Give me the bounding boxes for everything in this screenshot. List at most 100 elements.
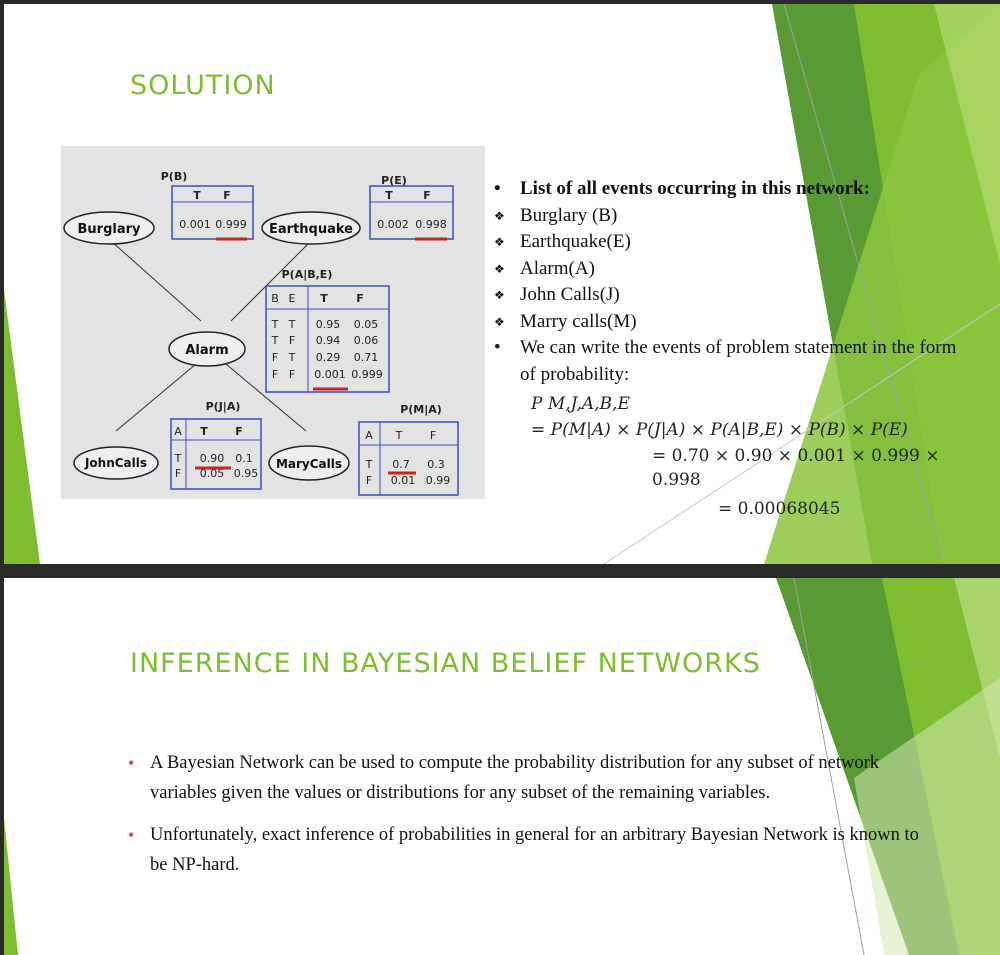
pabe-cell: T [271,318,279,331]
list-item-text: We can write the events of problem state… [520,337,957,385]
green-band-bright [764,4,1000,564]
pabe-cell: F [272,368,278,381]
pja-header-f: F [235,425,243,438]
pabe-cell: 0.29 [316,351,341,364]
left-green-sliver [4,818,18,955]
slide-solution: SOLUTION Burglary Earthquake Alarm JohnC… [4,4,1000,564]
pabe-cell: 0.95 [316,318,341,331]
node-johncalls-label: JohnCalls [84,456,147,470]
diamond-bullet-icon: ❖ [494,235,505,249]
list-item: ❖Burglary (B) [494,203,964,230]
node-alarm [168,331,246,367]
equation-lhs: P M,J,A,B,E [531,394,630,414]
left-green-sliver [4,290,40,564]
list-item-text: A Bayesian Network can be used to comput… [150,753,880,803]
pja-header-a: A [174,425,182,438]
pabe-cell: 0.71 [354,351,379,364]
slide-decoration [4,578,1000,955]
diamond-bullet-icon: ❖ [494,314,505,329]
pb-header-t: T [193,189,201,202]
edge-burglary-alarm [110,240,202,322]
node-burglary [63,211,155,245]
green-band-light [934,4,1000,264]
list-item: •List of all events occurring in this ne… [494,176,964,203]
list-item: • A Bayesian Network can be used to compu… [128,748,928,808]
pabe-cell: 0.001 [314,368,346,381]
pabe-cell: F [289,368,295,381]
pja-cell: T [174,452,182,465]
list-item-text: List of all events occurring in this net… [520,178,870,199]
pabe-label: P(A|B,E) [282,268,333,281]
pe-table [369,185,454,240]
pabe-cell: 0.06 [354,334,379,347]
pma-cell: T [365,458,373,471]
pma-table [358,421,459,496]
pabe-cell: T [288,318,296,331]
bullet-icon: • [128,753,135,773]
bullet-icon: • [128,825,135,845]
pabe-table [265,285,390,393]
edge-earthquake-alarm [230,240,312,322]
pabe-header-t: T [320,292,328,305]
pja-cell: 0.05 [200,467,225,480]
equation-numeric: = 0.70 × 0.90 × 0.001 × 0.999 × [652,446,940,466]
node-alarm-label: Alarm [185,343,228,358]
events-list: • List of all events occurring in this ne… [494,176,964,388]
pabe-cell: F [289,334,295,347]
node-earthquake-label: Earthquake [269,222,353,237]
pb-label: P(B) [161,170,188,183]
pja-header-t: T [200,425,208,438]
slide-inference: INFERENCE IN BAYESIAN BELIEF NETWORKS • A… [4,578,1000,955]
pabe-cell: F [272,351,278,364]
thin-line-a [783,4,945,564]
page-title: INFERENCE IN BAYESIAN BELIEF NETWORKS [130,648,761,679]
page-title: SOLUTION [130,70,276,101]
node-burglary-label: Burglary [78,222,142,237]
pe-label: P(E) [381,174,407,187]
pe-value-f: 0.998 [415,218,447,231]
equation-numeric-cont: 0.998 [652,470,701,490]
pabe-cell: 0.999 [351,368,383,381]
pja-cell: F [175,467,181,480]
list-item: ❖ Earthquake(E) [494,229,964,256]
node-johncalls [73,446,159,480]
pja-cell: 0.95 [234,467,259,480]
equation-result: = 0.00068045 [718,499,841,519]
diamond-bullet-icon: ❖ [494,288,505,302]
list-item-text: Earthquake(E) [520,231,631,252]
green-band-pale [854,678,1000,955]
diamond-bullet-icon: ❖ [494,208,505,223]
pja-cell: 0.90 [200,452,225,465]
pabe-header-e: E [289,292,296,305]
pabe-header-f: F [356,292,364,305]
pabe-cell: 0.05 [354,318,379,331]
pja-label: P(J|A) [206,400,241,413]
pe-header-f: F [423,189,431,202]
list-item-text: Unfortunately, exact inference of probab… [150,825,919,875]
pb-table [171,185,254,240]
list-item: • Unfortunately, exact inference of proba… [128,820,928,880]
edge-alarm-johncalls [115,363,197,432]
pja-cell: 0.1 [235,452,253,465]
bayesian-network-diagram: Burglary Earthquake Alarm JohnCalls Mary… [61,146,485,499]
pabe-header-b: B [271,292,279,305]
pma-cell: 0.7 [392,458,410,471]
list-item-text: Marry calls(M) [520,310,637,332]
pma-cell: 0.01 [391,474,416,487]
list-item-text: John Calls(J) [520,284,620,305]
pma-header-t: T [395,429,403,442]
pb-value-t: 0.001 [179,218,211,231]
inference-bullets: • A Bayesian Network can be used to compu… [128,748,928,892]
pe-value-t: 0.002 [377,218,409,231]
list-item-text: Alarm(A) [520,257,595,279]
pb-value-f: 0.999 [215,218,247,231]
pma-label: P(M|A) [400,403,442,416]
node-marycalls-label: MaryCalls [276,457,342,471]
slide-decoration [4,4,1000,564]
bullet-icon: • [494,337,501,358]
list-item: ❖ John Calls(J) [494,282,964,309]
pja-table [170,418,262,490]
edge-alarm-marycalls [225,363,307,432]
pma-cell: F [366,474,372,487]
pb-header-f: F [223,189,231,202]
